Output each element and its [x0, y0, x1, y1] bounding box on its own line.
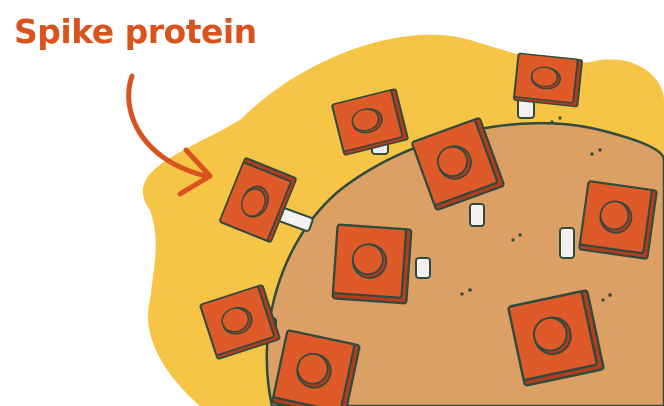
spike-protein-icon	[508, 290, 604, 386]
spike-protein-icon	[514, 53, 582, 106]
spike-protein-icon	[333, 225, 412, 304]
spike-protein-icon	[579, 181, 657, 259]
spike-protein-label: Spike protein	[14, 12, 257, 51]
